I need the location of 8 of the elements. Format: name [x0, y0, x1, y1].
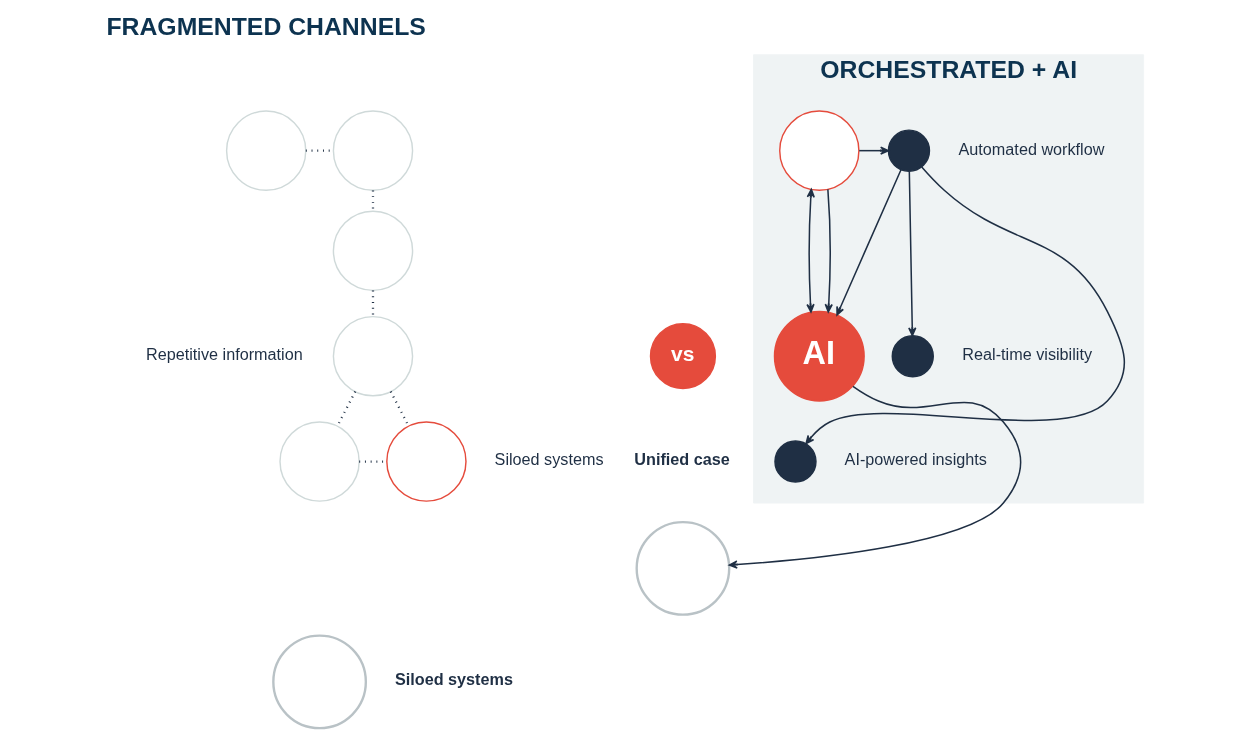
node-label: Unified case	[634, 449, 730, 468]
node-label: Automated workflow	[958, 139, 1105, 158]
node-label: Real-time visibility	[962, 345, 1093, 364]
label: FRAGMENTED CHANNELS	[106, 12, 426, 40]
node-label: Siloed systems	[494, 450, 604, 469]
node-label: AI-powered insights	[844, 450, 987, 469]
node-label: Repetitive information	[146, 345, 303, 364]
node-label: Siloed systems	[394, 669, 513, 688]
